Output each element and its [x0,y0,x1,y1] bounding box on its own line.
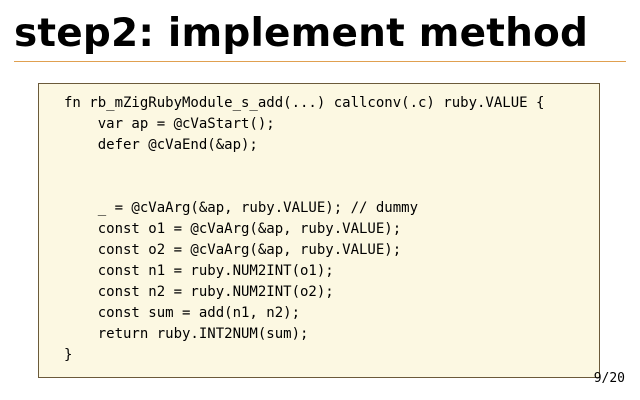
code-line: var ap = @cVaStart(); [64,116,275,132]
code-block: fn rb_mZigRubyModule_s_add(...) callconv… [64,93,544,366]
code-line: return ruby.INT2NUM(sum); [64,326,309,342]
code-line [64,156,544,177]
code-line: const n1 = ruby.NUM2INT(o1); [64,263,334,279]
code-line: const o2 = @cVaArg(&ap, ruby.VALUE); [64,242,402,258]
code-line: } [64,347,73,363]
page-number: 9/20 [593,371,625,386]
code-line [64,177,544,198]
code-line: _ = @cVaArg(&ap, ruby.VALUE); // dummy [64,200,419,216]
code-line: const n2 = ruby.NUM2INT(o2); [64,284,334,300]
slide-title: step2: implement method [14,11,589,56]
code-box: fn rb_mZigRubyModule_s_add(...) callconv… [38,83,600,378]
code-line: const sum = add(n1, n2); [64,305,301,321]
code-line: const o1 = @cVaArg(&ap, ruby.VALUE); [64,221,402,237]
code-line: fn rb_mZigRubyModule_s_add(...) callconv… [64,95,545,111]
code-line: defer @cVaEnd(&ap); [64,137,258,153]
title-divider [14,61,626,62]
